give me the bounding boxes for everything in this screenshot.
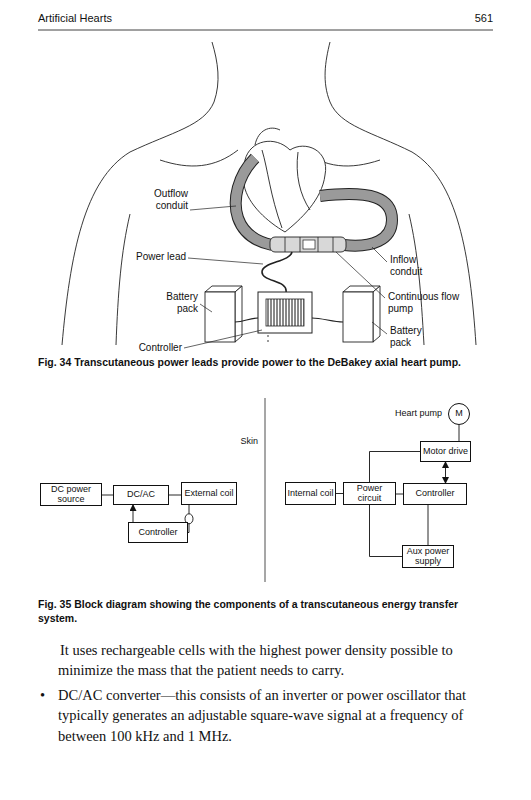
block-box: DC/AC — [113, 485, 169, 505]
battery-wire — [235, 318, 258, 322]
running-head: Artificial Hearts — [38, 12, 238, 25]
box-label: External coil — [184, 489, 233, 498]
torso-outline — [62, 42, 476, 345]
controller-unit — [258, 292, 312, 333]
box-label: Controller — [415, 489, 454, 498]
connector — [396, 494, 403, 495]
continuous-flow-pump — [270, 237, 346, 252]
connector — [133, 505, 134, 522]
battery-pack-right — [343, 286, 380, 342]
box-label: DC/AC — [127, 490, 155, 499]
block-box: Motor drive — [420, 441, 471, 462]
battery-wire — [312, 318, 343, 322]
part-label: Skin — [218, 436, 258, 446]
bullet: • — [40, 685, 54, 705]
connector — [336, 493, 343, 494]
block-box: Internal coil — [285, 482, 336, 505]
connector — [169, 495, 181, 496]
connector — [428, 505, 429, 545]
figure-caption: Fig. 35 Block diagram showing the compon… — [38, 597, 493, 625]
box-label: Controller — [138, 528, 177, 537]
box-label: Heart pump — [395, 409, 442, 418]
skin-boundary — [265, 398, 266, 582]
connector — [459, 425, 460, 441]
part-label: Power lead — [110, 251, 186, 263]
box-label: Power circuit — [344, 484, 395, 503]
part-label: Controller — [100, 342, 182, 354]
box-label: Aux power supply — [403, 547, 453, 566]
running-head: 561 — [393, 12, 493, 25]
box-label: Motor drive — [423, 447, 468, 456]
part-label: Battery pack — [150, 291, 198, 314]
header-rule — [38, 30, 493, 31]
connector — [445, 462, 446, 483]
part-label: Battery pack — [390, 325, 438, 348]
battery-pack-left — [205, 286, 242, 342]
figure-caption: Fig. 34 Transcutaneous power leads provi… — [38, 356, 493, 368]
outflow-conduit-fill — [236, 158, 272, 245]
block-box: DC power source — [40, 483, 102, 506]
block-box: Aux power supply — [402, 545, 454, 568]
connector — [370, 452, 421, 483]
block-box: Controller — [403, 483, 467, 505]
part-label: Continuous flow pump — [388, 291, 464, 314]
block-box: Power circuit — [343, 482, 396, 505]
power-lead — [262, 252, 292, 292]
box-label: Internal coil — [287, 489, 333, 498]
part-label: Inflow conduit — [390, 254, 450, 277]
block-box: External coil — [181, 482, 237, 505]
part-label: Outflow conduit — [130, 188, 188, 211]
heart-pump: Heart pump M — [378, 403, 470, 425]
heart — [244, 128, 326, 232]
body-text: It uses rechargeable cells with the high… — [58, 640, 494, 681]
leader-line — [184, 206, 387, 348]
outflow-conduit — [236, 158, 272, 245]
connector — [370, 505, 403, 557]
motor-symbol: M — [448, 403, 470, 425]
connector — [102, 495, 113, 496]
box-label: DC power source — [41, 485, 101, 504]
body-text: DC/AC converter—this consists of an inve… — [58, 685, 494, 746]
block-box: Controller — [128, 522, 188, 543]
